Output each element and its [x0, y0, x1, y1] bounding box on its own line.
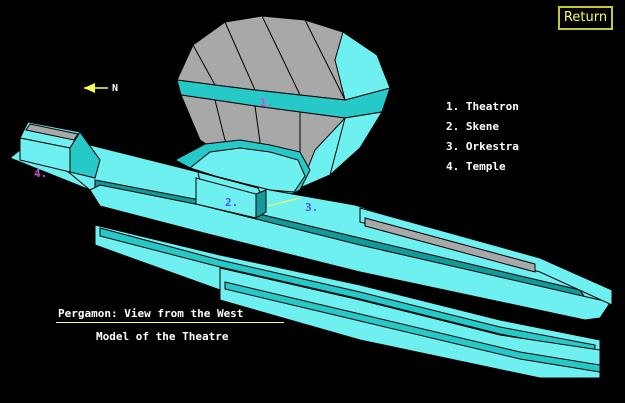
terrace	[9, 139, 614, 379]
skene	[195, 171, 267, 219]
temple-gray-top	[25, 123, 79, 141]
theatron	[173, 15, 391, 201]
caption-subtitle: Model of the Theatre	[96, 330, 229, 343]
legend-item-theatron: 1. Theatron	[446, 100, 519, 113]
orkestra-pointer	[267, 197, 301, 207]
skene-side	[255, 189, 267, 219]
legend-item-temple: 4. Temple	[446, 160, 506, 173]
temple	[19, 121, 101, 179]
legend-item-orkestra: 3. Orkestra	[446, 140, 519, 153]
terrace-front-face	[89, 184, 613, 321]
label-orkestra: 3.	[305, 201, 318, 214]
temple-side	[69, 131, 101, 179]
north-label: N	[112, 83, 119, 94]
label-theatron: 1.	[260, 96, 273, 109]
label-temple: 4.	[34, 167, 47, 180]
caption-divider	[56, 322, 284, 323]
north-arrow-icon	[84, 83, 108, 93]
caption-title: Pergamon: View from the West	[58, 307, 244, 320]
return-button[interactable]: Return	[558, 6, 613, 30]
legend: 1. Theatron 2. Skene 3. Orkestra 4. Temp…	[446, 100, 519, 180]
right-platform-strip	[364, 217, 536, 273]
legend-item-skene: 2. Skene	[446, 120, 499, 133]
terrace-lower-wall-strip	[224, 281, 601, 373]
theatron-upper-right-wedge	[334, 31, 391, 101]
label-skene: 2.	[225, 196, 238, 209]
